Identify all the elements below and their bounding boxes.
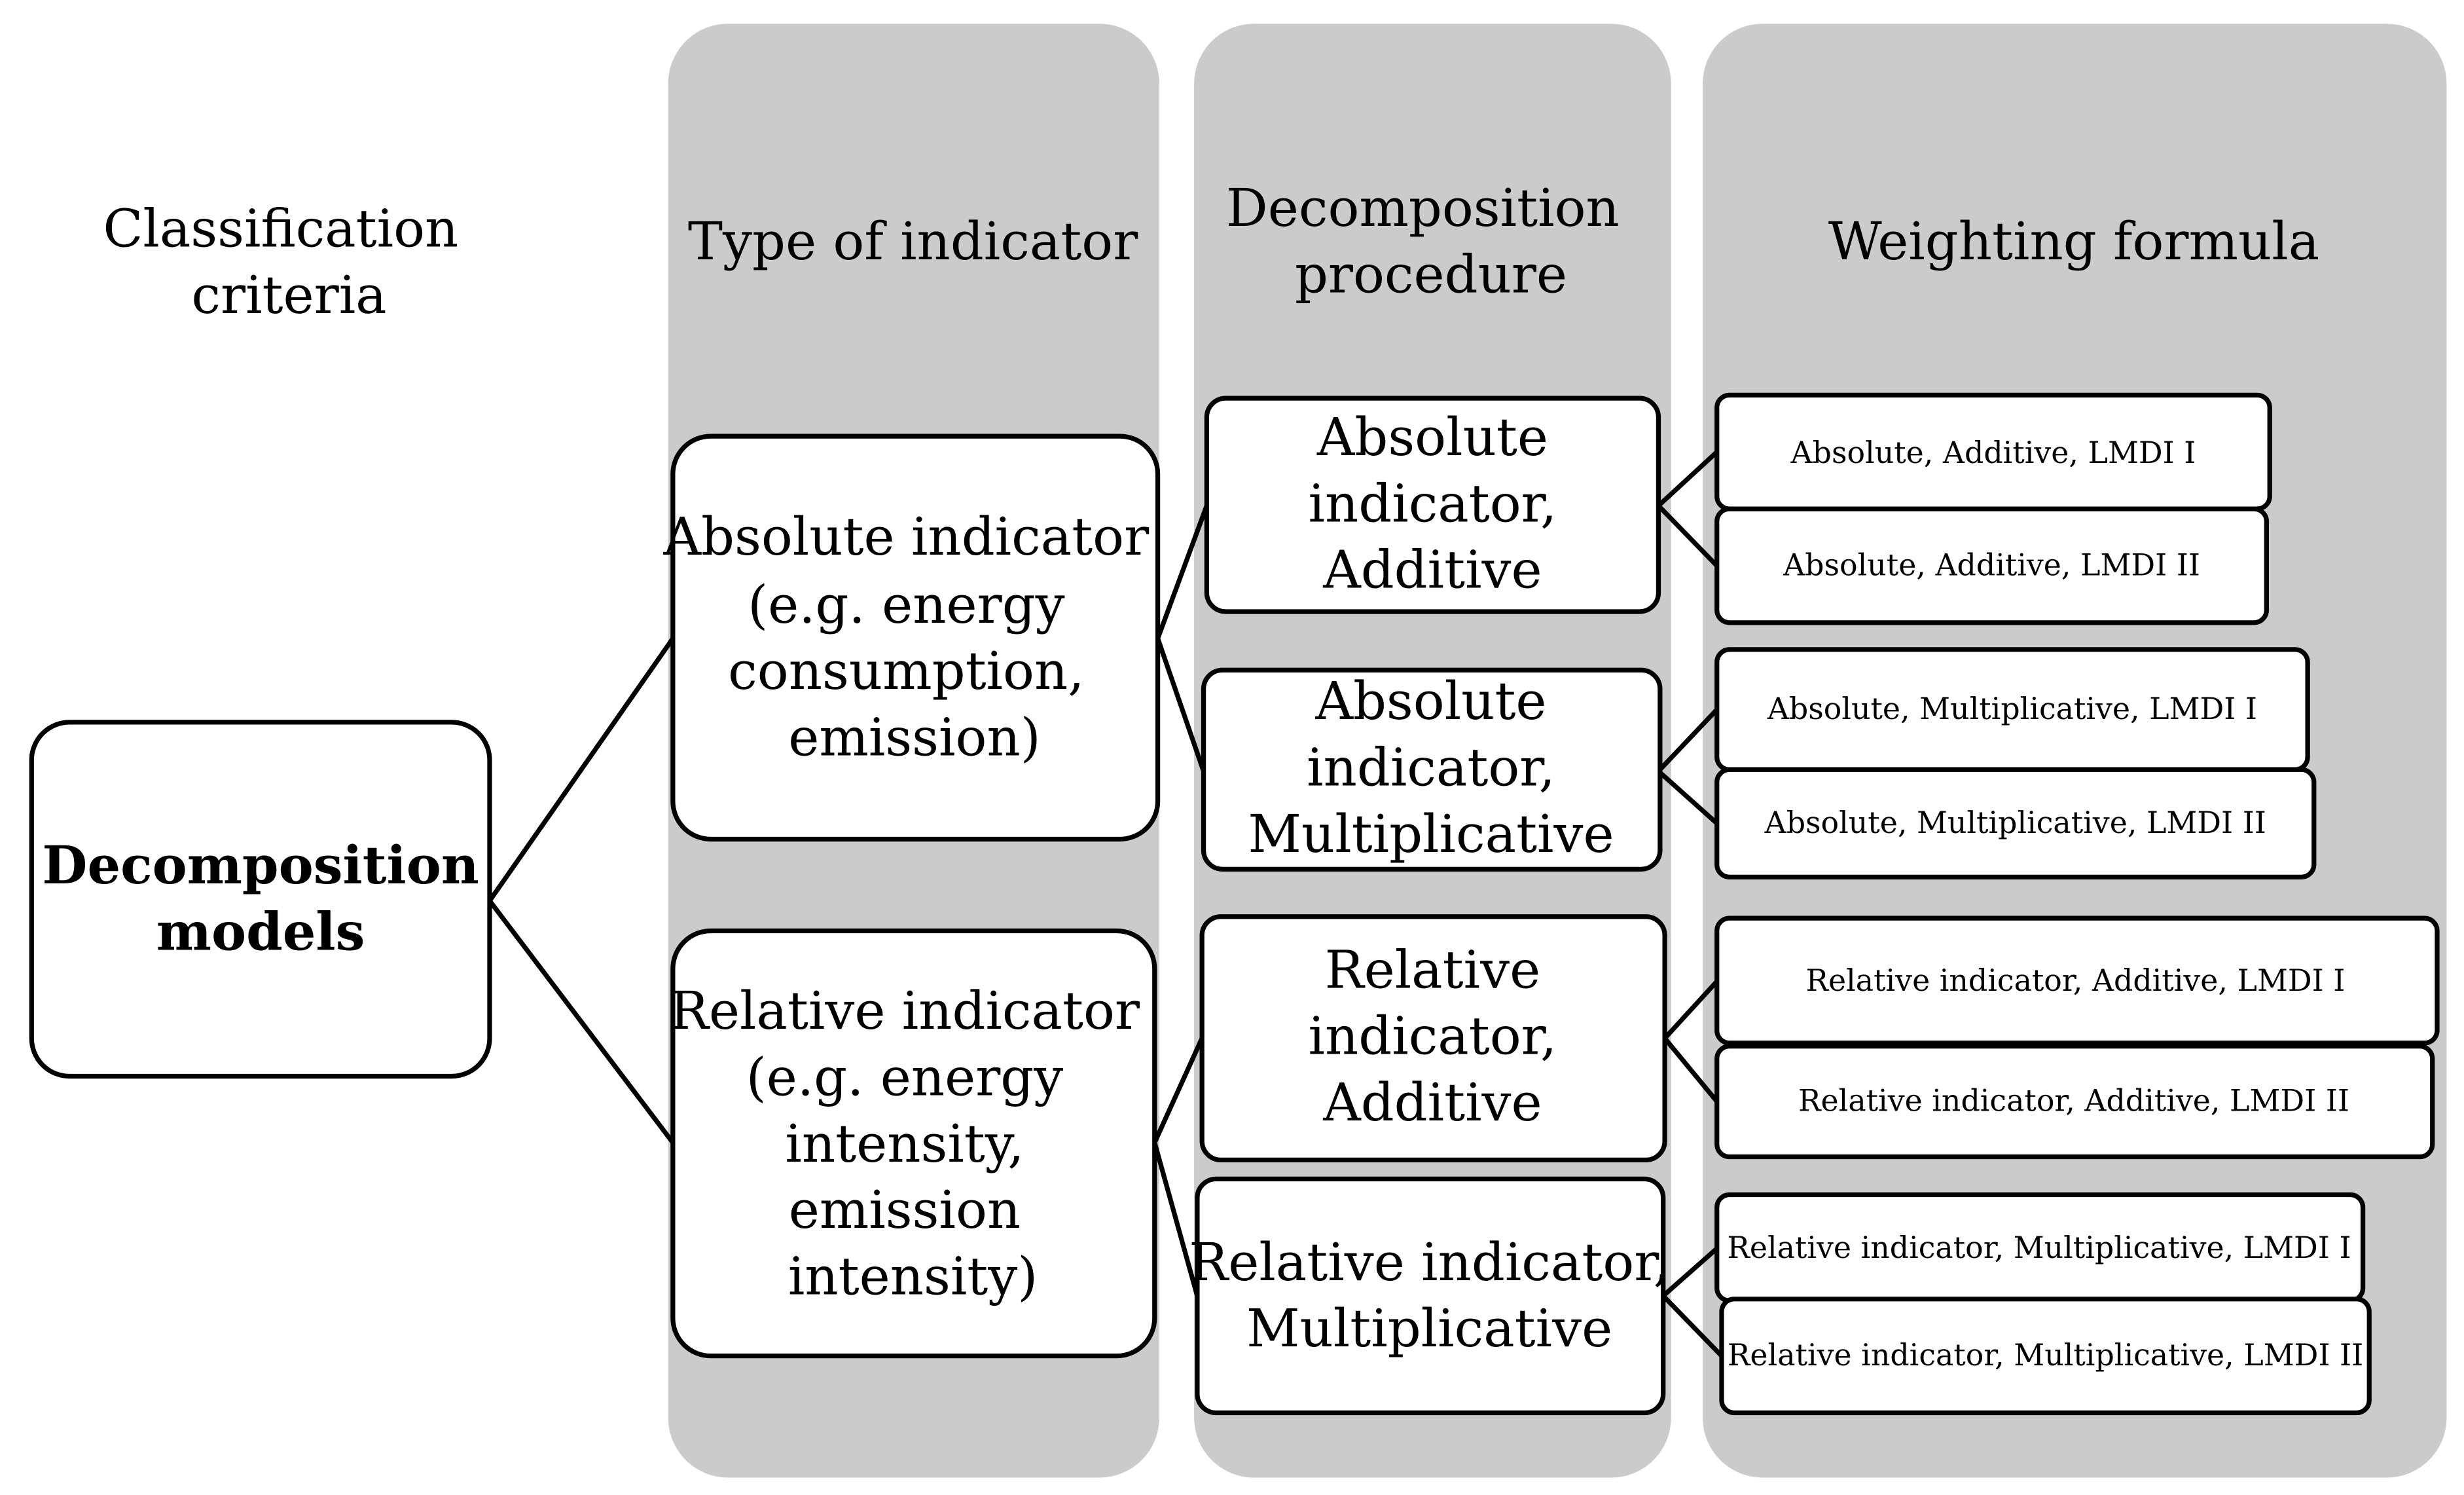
type-node-absolute: Absolute indicator (e.g. energy consumpt… <box>663 434 1166 842</box>
svg-text:Absolute, Multiplicative, LMDI: Absolute, Multiplicative, LMDI II <box>1764 805 2266 840</box>
connector-root <box>486 637 675 1145</box>
svg-text:Relative indicator, Multiplica: Relative indicator, Multiplicative, LMDI… <box>1727 1230 2351 1265</box>
svg-text:Relative indicator (e.g.: Relative indicator (e.g. energy intensit… <box>670 980 1156 1306</box>
header-criteria: Classification criteria <box>103 198 475 325</box>
svg-text:Relative indicator,Multiplicat: Relative indicator,Multiplicative <box>1189 1232 1670 1359</box>
header-type: Type of indicator <box>688 211 1138 272</box>
formula-node: Relative indicator, Additive, LMDI II <box>1714 1043 2435 1160</box>
header-formula: Weighting formula <box>1828 211 2319 272</box>
svg-text:Relative indicator, Multiplica: Relative indicator, Multiplicative, LMDI… <box>1728 1337 2363 1373</box>
svg-text:Absolute, Multiplicative, LMDI: Absolute, Multiplicative, LMDI I <box>1767 691 2257 726</box>
formula-node: Absolute, Additive, LMDI I <box>1714 392 2272 511</box>
type-node-relative: Relative indicator (e.g. energy intensit… <box>670 928 1157 1359</box>
svg-text:Absolute indicator (e.g.: Absolute indicator (e.g. energy consumpt… <box>663 506 1166 768</box>
formula-node: Relative indicator, Multiplicative, LMDI… <box>1719 1297 2372 1416</box>
formula-node: Absolute, Additive, LMDI II <box>1714 506 2270 625</box>
svg-text:Relative indicator, Additive,: Relative indicator, Additive, LMDI II <box>1798 1083 2349 1118</box>
formula-node: Relative indicator, Additive, LMDI I <box>1714 915 2440 1046</box>
svg-text:Absolute, Additive, LMDI I: Absolute, Additive, LMDI I <box>1790 435 2196 470</box>
procedure-node-relative-multiplicative: Relative indicator,Multiplicative <box>1189 1176 1670 1416</box>
svg-text:Relative indicator, Additive,: Relative indicator, Additive, LMDI I <box>1806 963 2346 998</box>
header-procedure: Decomposition procedure <box>1226 177 1636 305</box>
formula-node: Absolute, Multiplicative, LMDI I <box>1714 647 2310 772</box>
formula-node: Absolute, Multiplicative, LMDI II <box>1714 767 2317 880</box>
svg-text:Absolute, Additive, LMDI II: Absolute, Additive, LMDI II <box>1783 547 2200 582</box>
formula-node: Relative indicator, Multiplicative, LMDI… <box>1714 1192 2366 1303</box>
